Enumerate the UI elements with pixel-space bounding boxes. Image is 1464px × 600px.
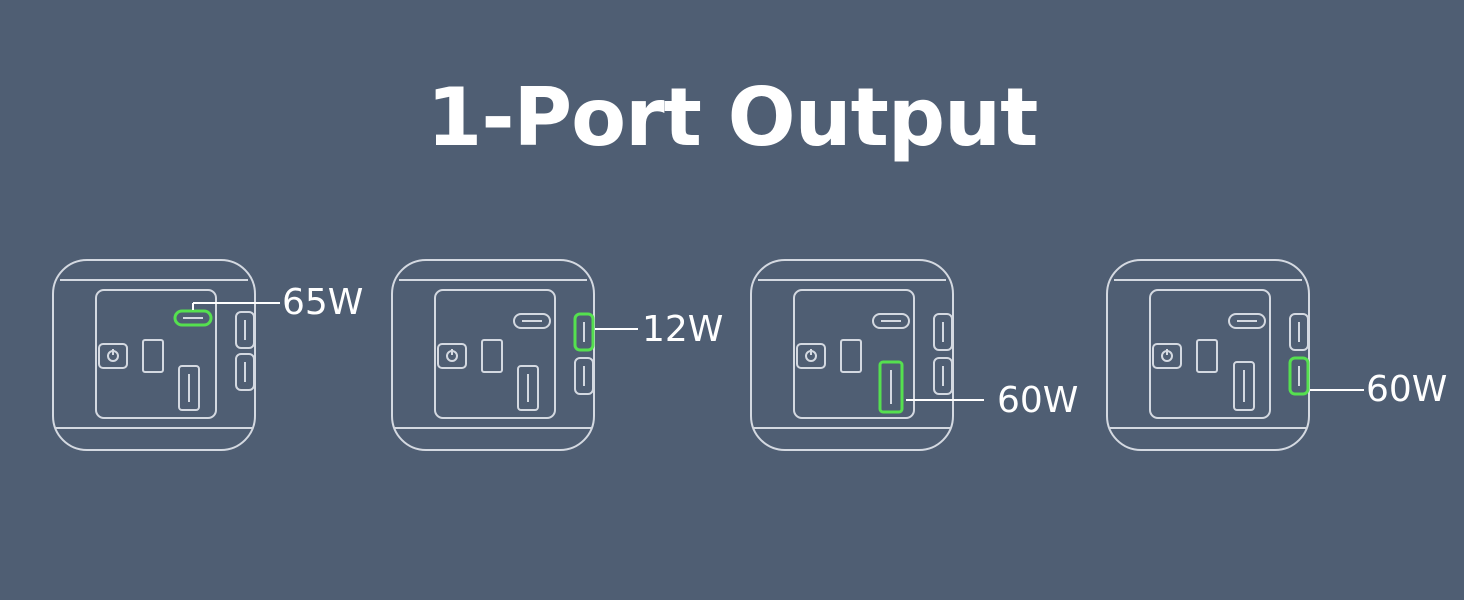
active-port-highlight bbox=[878, 360, 904, 414]
indicator-window bbox=[142, 339, 164, 373]
active-port-highlight bbox=[1288, 356, 1310, 396]
power-icon bbox=[1152, 343, 1182, 369]
usb-c-port-icon bbox=[1228, 313, 1266, 329]
power-icon bbox=[796, 343, 826, 369]
page-title: 1-Port Output bbox=[426, 71, 1039, 164]
usb-c-port-icon bbox=[235, 311, 255, 349]
indicator-window bbox=[1196, 339, 1218, 373]
usb-a-port-icon bbox=[178, 365, 200, 411]
wattage-label-1: 65W bbox=[282, 282, 364, 323]
indicator-window bbox=[840, 339, 862, 373]
usb-a-port-icon bbox=[1233, 361, 1255, 411]
charger-diagram-3 bbox=[750, 258, 984, 453]
usb-c-port-icon bbox=[574, 357, 594, 395]
charger-outline bbox=[1106, 259, 1364, 451]
charger-outline bbox=[52, 259, 280, 451]
charger-outline bbox=[391, 259, 638, 451]
wattage-label-2: 12W bbox=[642, 309, 724, 350]
callout-line bbox=[192, 302, 280, 310]
indicator-window bbox=[481, 339, 503, 373]
wattage-label-3: 60W bbox=[997, 380, 1079, 421]
active-port-highlight bbox=[573, 312, 595, 352]
usb-c-port-icon bbox=[933, 357, 953, 395]
usb-c-port-icon bbox=[872, 313, 910, 329]
usb-a-port-icon bbox=[517, 365, 539, 411]
power-icon bbox=[437, 343, 467, 369]
power-icon bbox=[98, 343, 128, 369]
charger-diagram-2 bbox=[391, 258, 638, 453]
usb-c-port-icon bbox=[1289, 313, 1309, 351]
charger-diagram-1 bbox=[52, 258, 280, 453]
usb-c-port-icon bbox=[235, 353, 255, 391]
usb-c-port-icon bbox=[513, 313, 551, 329]
active-port-highlight bbox=[173, 309, 213, 327]
charger-outline bbox=[750, 259, 984, 451]
charger-diagram-4 bbox=[1106, 258, 1364, 453]
usb-c-port-icon bbox=[933, 313, 953, 351]
wattage-label-4: 60W bbox=[1366, 369, 1448, 410]
